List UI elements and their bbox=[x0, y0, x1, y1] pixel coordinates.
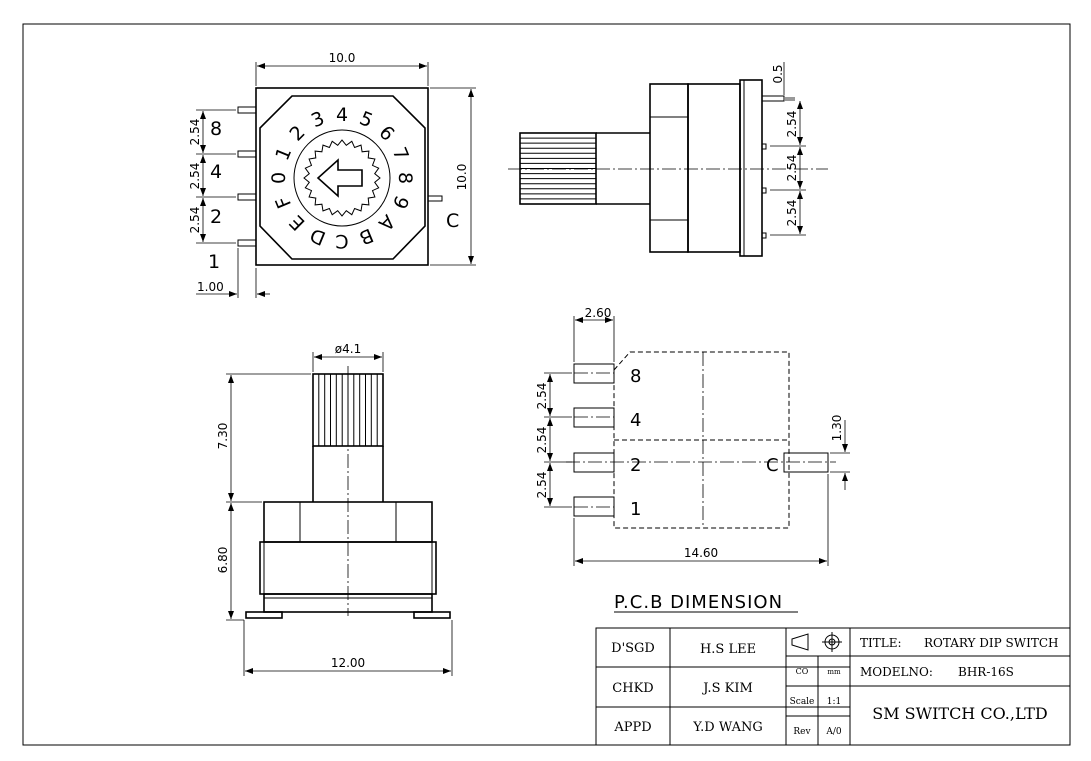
dim-shaft-dia: ø4.1 bbox=[335, 342, 361, 356]
title-value: ROTARY DIP SWITCH bbox=[924, 636, 1058, 650]
dim-pcb-c-pad: 1.30 bbox=[830, 415, 844, 442]
dim-side-pin: 0.5 bbox=[771, 64, 785, 83]
top-pin-4 bbox=[237, 150, 257, 158]
pcb-label-1: 1 bbox=[630, 499, 641, 520]
dim-pcb-pitch-3: 2.54 bbox=[535, 472, 549, 499]
scale-label: Scale bbox=[790, 697, 815, 707]
side-view: 0.5 2.54 2.54 2.54 bbox=[508, 62, 828, 257]
appd-label: APPD bbox=[613, 720, 651, 735]
pcb-label-4: 4 bbox=[630, 410, 641, 431]
pin-label-8: 8 bbox=[210, 118, 222, 140]
top-pin-8 bbox=[237, 106, 257, 114]
unit-mm: mm bbox=[827, 668, 841, 676]
top-pin-1 bbox=[237, 239, 257, 247]
projection-symbol-icon bbox=[791, 632, 842, 652]
front-foot-left bbox=[245, 611, 283, 619]
dial-digit: 1 bbox=[271, 144, 296, 164]
pin-label-1: 1 bbox=[208, 251, 220, 273]
dial-digit: C bbox=[335, 230, 348, 252]
rev-value: A/0 bbox=[825, 727, 842, 737]
pcb-label-2: 2 bbox=[630, 455, 641, 476]
dsgd-label: D'SGD bbox=[611, 641, 655, 656]
dim-body-width: 12.00 bbox=[331, 656, 365, 670]
dsgd-name: H.S LEE bbox=[700, 642, 756, 657]
dim-pcb-pad-w: 2.60 bbox=[585, 306, 612, 320]
dim-pitch-8-4: 2.54 bbox=[188, 119, 202, 146]
pcb-dimension-title: P.C.B DIMENSION bbox=[614, 592, 783, 613]
dial-digit: E bbox=[285, 210, 309, 234]
dial-digit: F bbox=[272, 193, 297, 212]
dim-pitch-2-1: 2.54 bbox=[188, 207, 202, 234]
top-pin-2 bbox=[237, 193, 257, 201]
pcb-label-8: 8 bbox=[630, 366, 641, 387]
pcb-pad-4 bbox=[573, 407, 615, 428]
chkd-label: CHKD bbox=[612, 681, 653, 696]
dim-pcb-pitch-1: 2.54 bbox=[535, 383, 549, 410]
dim-pcb-total: 14.60 bbox=[684, 546, 718, 560]
sheet-border bbox=[22, 23, 1071, 746]
side-body-rear bbox=[687, 83, 741, 253]
scale-value: 1:1 bbox=[827, 697, 841, 707]
rev-label: Rev bbox=[793, 727, 811, 737]
dial-digit: 8 bbox=[394, 172, 416, 184]
appd-name: Y.D WANG bbox=[692, 720, 762, 735]
pcb-pad-c bbox=[783, 452, 829, 473]
pcb-view: 8 4 2 1 C 2.60 2.54 2.54 2.54 1.30 14.60… bbox=[535, 306, 850, 613]
dial-digit: 3 bbox=[308, 107, 328, 132]
front-view: ø4.1 7.30 6.80 12.00 bbox=[216, 342, 453, 676]
side-pin-1 bbox=[761, 95, 785, 102]
pcb-pad-1 bbox=[573, 496, 615, 517]
top-octagon bbox=[259, 95, 426, 260]
model-value: BHR-16S bbox=[958, 665, 1014, 679]
dial-ring bbox=[293, 129, 391, 227]
dim-pcb-pitch-2: 2.54 bbox=[535, 427, 549, 454]
dim-side-pitch-1: 2.54 bbox=[785, 111, 799, 138]
dim-body-height: 6.80 bbox=[216, 547, 230, 574]
unit-co: CO bbox=[796, 667, 809, 676]
pcb-pad-2 bbox=[573, 452, 615, 473]
chkd-name: J.S KIM bbox=[701, 681, 753, 696]
top-body-outline bbox=[255, 87, 429, 266]
dial-digit: A bbox=[374, 210, 399, 235]
dim-pitch-4-2: 2.54 bbox=[188, 163, 202, 190]
dial-gear bbox=[303, 139, 381, 217]
pin-label-2: 2 bbox=[210, 206, 222, 228]
dial-digit: 9 bbox=[388, 192, 413, 212]
model-label: MODELNO: bbox=[860, 665, 933, 679]
dim-shaft-len: 7.30 bbox=[216, 423, 230, 450]
dial-digit: 0 bbox=[268, 172, 290, 184]
dim-side-pitch-2: 2.54 bbox=[785, 155, 799, 182]
dim-pin-offset: 1.00 bbox=[197, 280, 224, 294]
top-pin-c bbox=[427, 195, 443, 202]
dim-top-height: 10.0 bbox=[455, 164, 469, 191]
dial-digit: 7 bbox=[388, 144, 413, 164]
title-block: D'SGD H.S LEE CHKD J.S KIM APPD Y.D WANG… bbox=[595, 627, 1071, 746]
front-foot-right bbox=[413, 611, 451, 619]
gear-teeth bbox=[303, 139, 381, 217]
dial-digit: 4 bbox=[336, 104, 348, 126]
dial-digit: 6 bbox=[374, 121, 398, 145]
pcb-label-c: C bbox=[766, 455, 779, 476]
side-base bbox=[739, 79, 763, 257]
pin-label-4: 4 bbox=[210, 161, 222, 183]
dial-digit: 5 bbox=[356, 107, 376, 132]
arrow-icon bbox=[316, 158, 363, 198]
pin-label-c: C bbox=[446, 210, 459, 232]
company-name: SM SWITCH CO.,LTD bbox=[872, 704, 1048, 723]
dial-digit: 2 bbox=[285, 121, 309, 145]
side-body-front bbox=[649, 83, 689, 253]
dial-digit: D bbox=[307, 223, 329, 249]
dial-digit: B bbox=[356, 224, 376, 249]
pcb-pad-8 bbox=[573, 363, 615, 384]
dim-side-pitch-3: 2.54 bbox=[785, 200, 799, 227]
dim-top-width: 10.0 bbox=[329, 51, 356, 65]
title-label: TITLE: bbox=[860, 636, 902, 650]
